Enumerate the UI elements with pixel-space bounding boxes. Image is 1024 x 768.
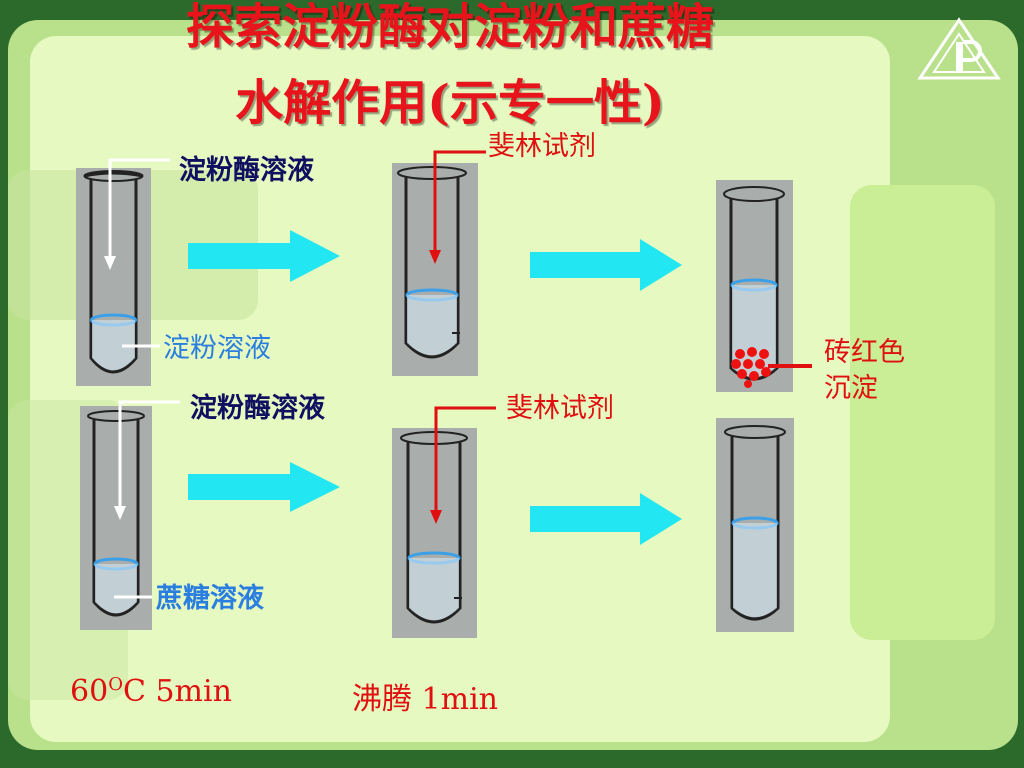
label-amylase-solution-top: 淀粉酶溶液 <box>179 155 314 186</box>
test-tube-bottom-2 <box>400 431 468 624</box>
process-arrow-top-1 <box>188 230 340 282</box>
test-tube-bottom-1 <box>87 410 145 617</box>
fehling-pointer-bottom <box>434 406 496 516</box>
label-brick-red-line1: 砖红色 <box>824 337 905 368</box>
condition-boil: 沸腾 1min <box>352 682 498 717</box>
enzyme-pointer-bottom <box>118 400 180 512</box>
label-brick-red-line2: 沉淀 <box>824 373 878 404</box>
label-starch-solution: 淀粉溶液 <box>163 333 271 364</box>
condition-temp-value: 60 <box>70 674 109 709</box>
enzyme-pointer-top <box>108 158 170 262</box>
label-sucrose-solution: 蔗糖溶液 <box>156 583 264 614</box>
slide-title-line1: 探索淀粉酶对淀粉和蔗糖 <box>185 0 714 55</box>
condition-temp-sup: O <box>108 674 123 695</box>
slide-title-line2: 水解作用(示专一性) <box>235 75 665 131</box>
label-fehling-reagent-bottom: 斐林试剂 <box>506 393 614 424</box>
process-arrow-top-2 <box>530 239 682 291</box>
test-tube-top-2 <box>397 166 467 359</box>
brick-red-precipitate <box>731 347 771 388</box>
condition-temp-rest: C 5min <box>122 674 232 709</box>
process-arrow-bottom-2 <box>530 493 682 545</box>
publisher-logo-icon <box>917 17 1001 80</box>
test-tube-bottom-3 <box>724 425 786 621</box>
process-arrow-bottom-1 <box>188 462 340 512</box>
label-fehling-reagent-top: 斐林试剂 <box>488 131 596 162</box>
test-tube-top-1 <box>83 170 144 374</box>
label-amylase-solution-bottom: 淀粉酶溶液 <box>190 393 325 424</box>
fehling-pointer-top <box>433 150 486 256</box>
condition-incubation: 60OC 5min <box>70 674 232 709</box>
